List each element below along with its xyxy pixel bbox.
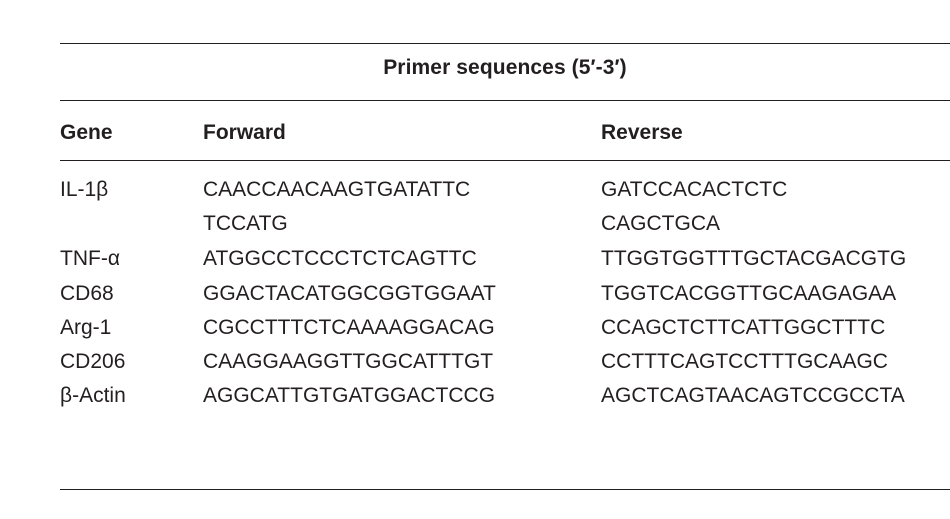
row-forward-cell: CAAGGAAGGTTGGCATTTGT [203, 350, 494, 373]
table-caption: Primer sequences (5′-3′) [383, 56, 627, 79]
row-forward-cell: CAACCAACAAGTGATATTC [203, 178, 471, 201]
row-reverse-cell: GATCCACACTCTC [601, 178, 788, 201]
row-gene-cell: IL-1β [60, 178, 109, 201]
header-gene: Gene [60, 121, 113, 144]
row-forward-cell: AGGCATTGTGATGGACTCCG [203, 384, 496, 407]
caption-rule [60, 100, 950, 101]
row-gene-cell: TNF-α [60, 247, 120, 270]
header-reverse: Reverse [601, 121, 683, 144]
row-forward-cell: ATGGCCTCCCTCTCAGTTC [203, 247, 477, 270]
row-gene-cell: CD206 [60, 350, 126, 373]
header-rule [60, 160, 950, 161]
row-reverse-cell: TTGGTGGTTTGCTACGACGTG [601, 247, 907, 270]
row-gene-cell: Arg-1 [60, 316, 112, 339]
row-forward-cell: CGCCTTTCTCAAAAGGACAG [203, 316, 495, 339]
table-bottom-rule [60, 489, 950, 490]
row-gene-cell: CD68 [60, 282, 114, 305]
row-reverse-cell: CCTTTCAGTCCTTTGCAAGC [601, 350, 888, 373]
row-reverse-cell: CCAGCTCTTCATTGGCTTTC [601, 316, 886, 339]
row-reverse-cell: AGCTCAGTAACAGTCCGCCTA [601, 384, 905, 407]
header-forward: Forward [203, 121, 286, 144]
row-gene-cell: β-Actin [60, 384, 126, 407]
row-reverse-cell: CAGCTGCA [601, 212, 721, 235]
row-forward-cell: TCCATG [203, 212, 288, 235]
row-reverse-cell: TGGTCACGGTTGCAAGAGAA [601, 282, 897, 305]
row-forward-cell: GGACTACATGGCGGTGGAAT [203, 282, 496, 305]
table-top-rule [60, 43, 950, 44]
